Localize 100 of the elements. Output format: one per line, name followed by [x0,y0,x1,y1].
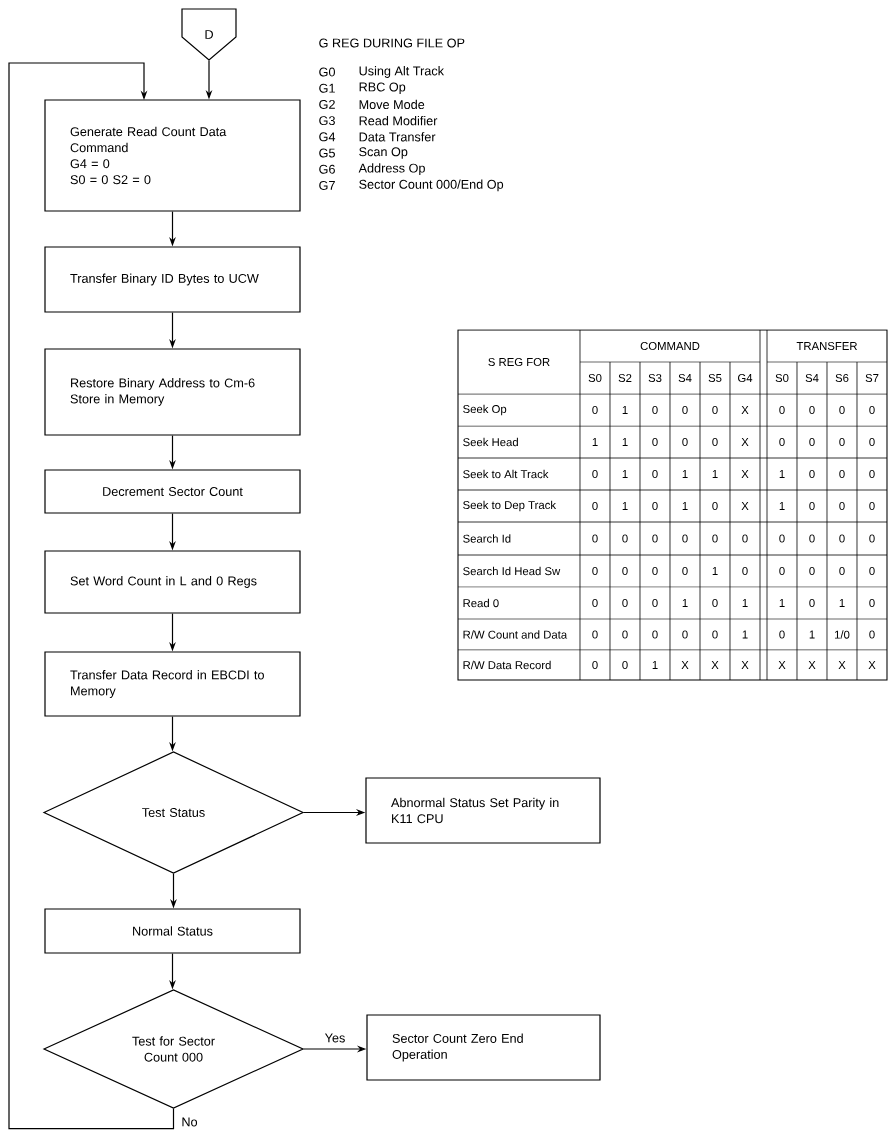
cell-value: 0 [652,534,658,543]
cell-value: 0 [652,567,658,575]
cell-value: 0 [869,630,875,639]
cell-value: X [741,438,749,446]
cell-value: 0 [652,438,658,446]
cell-value: 0 [592,661,598,669]
cell-value: X [681,661,689,669]
cell-value: 0 [622,534,628,543]
cell-value: 0 [809,502,815,510]
cell-value: X [741,406,749,414]
cell-value: 0 [839,438,845,446]
cell-value: 1 [682,502,688,510]
cell-value: 0 [742,567,748,575]
register-code: G2 [319,99,335,109]
cell-value: 0 [869,534,875,543]
cell-value: 0 [592,630,598,639]
cell-value: 0 [869,406,875,414]
row-label: R/W Data Record [463,660,551,670]
row-label: Seek to Alt Track [463,469,549,479]
cell-value: 0 [622,567,628,575]
register-description: Data Transfer [359,132,436,142]
register-code: G7 [319,180,335,190]
column-header: S3 [648,374,662,382]
cell-value: 0 [712,630,718,639]
register-description: Read Modifier [359,115,438,126]
cell-value: 0 [712,534,718,543]
cell-value: 1/0 [835,630,850,639]
cell-value: 0 [809,470,815,478]
register-code: G5 [319,148,335,158]
column-header: S6 [835,374,849,382]
cell-value: 0 [742,534,748,543]
process-box: Decrement Sector Count [44,469,301,514]
row-label: Seek to Dep Track [463,500,557,512]
cell-value: 1 [622,406,628,414]
cell-value: 0 [869,567,875,575]
cell-value: X [868,661,876,669]
cell-value: 0 [592,534,598,543]
cell-value: 0 [809,406,815,414]
register-code: G1 [319,83,335,93]
cell-value: X [741,502,749,510]
cell-value: X [711,661,719,669]
cell-value: X [838,661,846,669]
column-header: S2 [618,374,632,382]
cell-value: 0 [622,630,628,639]
cell-value: 1 [742,630,748,639]
cell-value: X [808,661,816,669]
process-box: Abnormal Status Set Parity in K11 CPU [365,777,601,844]
cell-value: 0 [869,599,875,607]
register-description: Address Op [358,163,425,176]
cell-value: 0 [652,502,658,510]
process-box: Transfer Data Record in EBCDI to Memory [44,651,301,717]
row-label: Read 0 [463,598,499,608]
cell-value: 1 [779,470,785,478]
cell-value: 0 [592,567,598,575]
cell-value: 0 [712,599,718,607]
cell-value: 0 [779,534,785,543]
cell-value: 0 [809,567,815,575]
cell-value: 0 [652,406,658,414]
cell-value: 1 [652,661,658,669]
cell-value: 0 [592,470,598,478]
register-code: G4 [319,132,336,142]
cell-value: 0 [622,661,628,669]
process-box: Restore Binary Address to Cm-6 Store in Memory [44,348,301,436]
register-code: G3 [319,116,335,126]
process-box: Normal Status [44,908,301,954]
process-box: Set Word Count in L and 0 Regs [44,550,301,614]
cell-value: 0 [652,470,658,478]
cell-value: 1 [622,502,628,510]
cell-value: 1 [712,470,718,478]
cell-value: 0 [682,630,688,639]
column-header: TRANSFER [796,342,857,350]
cell-value: 1 [779,502,785,510]
cell-value: 0 [809,534,815,543]
column-header: G4 [738,374,753,382]
cell-value: 0 [682,438,688,446]
edge-label: Yes [324,1033,345,1043]
column-header: S0 [775,374,789,382]
cell-value: 0 [809,599,815,607]
column-header: S5 [708,374,722,382]
process-box: Generate Read Count Data Command G4 = 0 S0 = 0 S2 = 0 [44,99,301,212]
row-label: R/W Count and Data [463,630,568,639]
cell-value: 0 [592,599,598,607]
cell-value: 0 [839,534,845,543]
cell-value: 0 [869,470,875,478]
cell-value: 0 [839,502,845,510]
register-description: Sector Count 000/End Op [359,179,504,192]
column-header: S0 [588,374,602,382]
edge-label: No [182,1117,198,1127]
cell-value: 0 [592,502,598,510]
register-code: G6 [319,164,335,174]
register-description: Scan Op [359,147,408,159]
offpage-connector: D [181,8,237,61]
column-header: S4 [805,374,819,382]
cell-value: 0 [779,567,785,575]
cell-value: 0 [682,534,688,543]
row-label: Seek Op [463,404,507,416]
cell-value: 0 [839,470,845,478]
cell-value: 1 [622,470,628,478]
process-box: Transfer Binary ID Bytes to UCW [44,246,301,313]
cell-value: 0 [712,502,718,510]
